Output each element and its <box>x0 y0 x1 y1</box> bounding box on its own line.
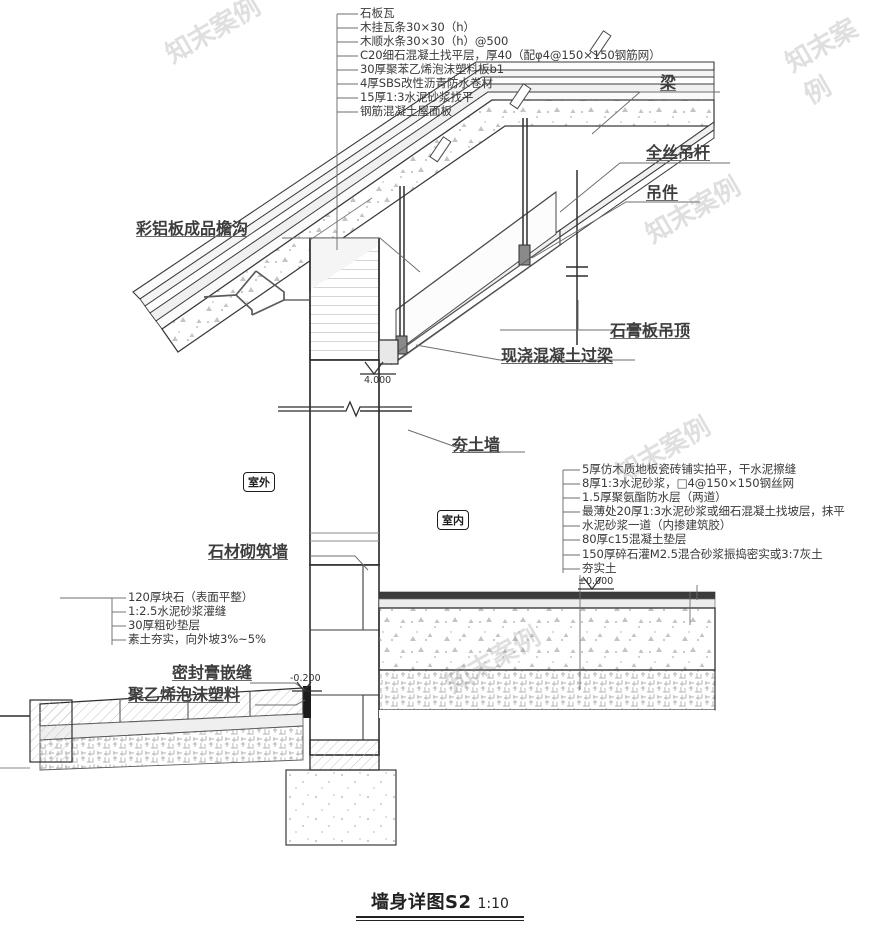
badge-outdoor: 室外 <box>243 472 275 492</box>
callout-rammed-wall: 夯土墙 <box>452 435 501 454</box>
floor-spec-line-5: 80厚c15混凝土垫层 <box>582 532 687 546</box>
floor-spec-line-3: 最薄处20厚1:3水泥砂浆或细石混凝土找坡层，抹平 <box>582 504 845 518</box>
drawing-title-text: 墙身详图S2 <box>371 892 472 913</box>
floor-spec-line-2: 1.5厚聚氨酯防水层（两道） <box>582 490 727 504</box>
floor-spec-line-4: 水泥砂浆一道（内掺建筑胶） <box>582 518 732 532</box>
cast-in-place-lintel <box>378 339 399 365</box>
stone-masonry-base-wall <box>285 564 397 846</box>
floor-spec-line-6: 150厚碎石灌M2.5混合砂浆振捣密实或3:7灰土 <box>582 547 823 561</box>
suspended-ceiling-system <box>391 118 715 366</box>
elevation-ground-level: ±0.000 <box>578 576 614 587</box>
main-rammed-earth-wall <box>278 359 412 566</box>
eave-gutter-profile <box>203 270 285 316</box>
roof-spec-line-2: 木顺水条30×30（h）@500 <box>360 34 509 48</box>
callout-cast-lintel: 现浇混凝土过梁 <box>501 346 614 365</box>
drawing-scale-text: 1:10 <box>477 896 509 912</box>
floor-spec-line-1: 8厚1:3水泥砂浆，□4@150×150钢丝网 <box>582 476 794 490</box>
elevation-markers <box>292 361 614 692</box>
callout-hanger-rod: 全丝吊杆 <box>646 143 711 162</box>
callout-beam: 梁 <box>660 73 677 92</box>
floor-spec-line-7: 夯实土 <box>582 561 617 575</box>
title-underline <box>356 916 524 921</box>
hanger-rod <box>399 118 578 352</box>
elevation-apron-level: -0.200 <box>290 673 321 684</box>
interior-floor-assembly <box>378 575 716 718</box>
callout-stone-wall: 石材砌筑墙 <box>208 542 289 561</box>
roof-spec-line-6: 15厚1:3水泥砂浆找平 <box>360 90 474 104</box>
callout-gutter: 彩铝板成品檐沟 <box>136 219 249 238</box>
exterior-apron-paving <box>0 686 311 771</box>
badge-indoor: 室内 <box>437 510 469 530</box>
leader-lines <box>60 13 730 706</box>
drawing-title: 墙身详图S2 1:10 <box>0 888 880 921</box>
apron-spec-line-0: 120厚块石（表面平整） <box>128 590 254 604</box>
floor-spec-line-0: 5厚仿木质地板瓷砖铺实拍平，干水泥擦缝 <box>582 462 797 476</box>
callout-sealant: 密封膏嵌缝 <box>172 663 253 682</box>
elevation-roof-level: 4.000 <box>364 375 392 386</box>
apron-spec-line-3: 素土夯实，向外坡3%~5% <box>128 632 266 646</box>
roof-spec-line-4: 30厚聚苯乙烯泡沫塑料板b1 <box>360 62 505 76</box>
callout-hanger-clip: 吊件 <box>646 183 679 202</box>
apron-spec-line-2: 30厚粗砂垫层 <box>128 618 201 632</box>
roof-spec-line-1: 木挂瓦条30×30（h） <box>360 20 475 34</box>
roof-spec-line-0: 石板瓦 <box>360 6 395 20</box>
roof-spec-line-3: C20细石混凝土找平层，厚40（配φ4@150×150钢筋网） <box>360 48 661 62</box>
roof-spec-line-7: 钢筋混凝土屋面板 <box>360 104 452 118</box>
roof-assembly <box>132 30 715 353</box>
callout-gypsum-ceiling: 石膏板吊顶 <box>610 321 691 340</box>
apron-spec-line-1: 1:2.5水泥砂浆灌缝 <box>128 604 227 618</box>
roof-spec-line-5: 4厚SBS改性沥青防水卷材 <box>360 76 493 90</box>
callout-pe-foam: 聚乙烯泡沫塑料 <box>128 685 241 704</box>
